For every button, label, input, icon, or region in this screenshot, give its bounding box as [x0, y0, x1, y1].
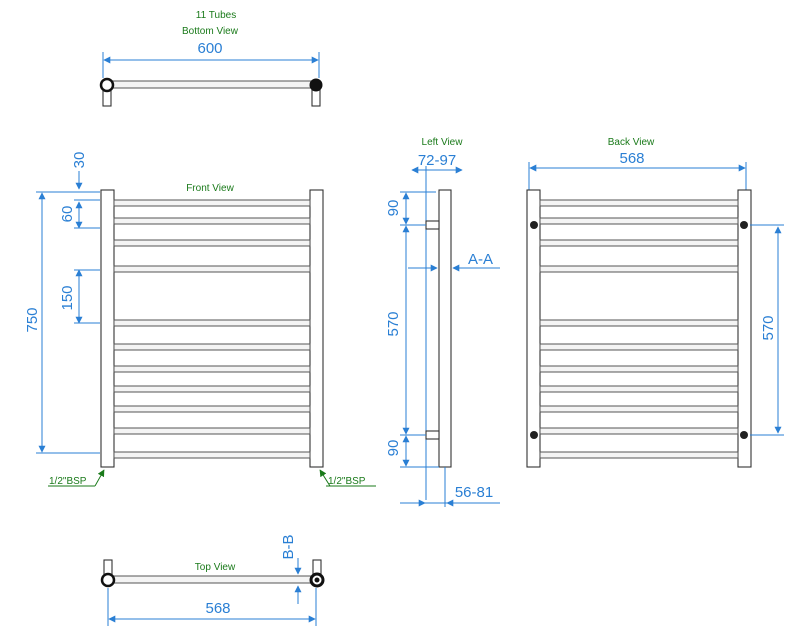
horizontal-tube — [539, 451, 739, 459]
left-valve-icon — [99, 77, 115, 93]
large-pitch-dimension: 150 — [59, 285, 76, 310]
tube-count-label: 11 Tubes — [196, 10, 236, 21]
back-view: Back View 568 570 — [526, 137, 784, 468]
bottom-width-dimension: 600 — [197, 40, 222, 57]
wall-clearance-dimension: 56-81 — [455, 484, 493, 501]
horizontal-tube — [113, 239, 311, 247]
horizontal-tube — [539, 265, 739, 273]
front-view-title: Front View — [186, 183, 234, 194]
horizontal-tube — [539, 343, 739, 351]
left-view: Left View 72-97 90 570 90 A-A 56-81 — [385, 137, 500, 507]
back-view-title: Back View — [608, 137, 655, 148]
small-pitch-dimension: 60 — [59, 206, 76, 223]
back-tubes — [539, 199, 739, 459]
bsp-leader-right-arrow — [319, 469, 331, 487]
bsp-label-left: 1/2"BSP — [49, 476, 87, 487]
horizontal-tube — [113, 427, 311, 435]
bottom-view: 11 Tubes Bottom View 600 — [99, 10, 323, 107]
top-offset-dimension: 30 — [71, 152, 88, 169]
bottom-tube — [105, 80, 317, 89]
back-bracket-centres-dimension: 570 — [760, 315, 777, 340]
left-upright — [100, 189, 115, 468]
back-width-dimension: 568 — [619, 150, 644, 167]
horizontal-tube — [539, 217, 739, 225]
front-view: Front View 750 30 60 150 1/2"BSP 1/2"BSP — [24, 152, 376, 487]
bracket-fixing-icon — [530, 221, 538, 229]
right-valve-core — [314, 577, 320, 583]
bracket-fixing-icon — [530, 431, 538, 439]
horizontal-tube — [539, 199, 739, 207]
section-b-label: B-B — [280, 534, 297, 559]
bottom-bracket-dimension: 90 — [385, 440, 402, 457]
top-bracket-dimension: 90 — [385, 200, 402, 217]
bracket-fixing-icon — [740, 221, 748, 229]
section-a-label: A-A — [468, 251, 493, 268]
horizontal-tube — [539, 385, 739, 393]
horizontal-tube — [539, 427, 739, 435]
horizontal-tube — [113, 365, 311, 373]
left-view-title: Left View — [422, 137, 464, 148]
horizontal-tube — [539, 319, 739, 327]
front-height-dimension: 750 — [24, 307, 41, 332]
bracket-fixing-icon — [740, 431, 748, 439]
right-upright — [309, 189, 324, 468]
back-left-upright — [526, 189, 541, 468]
bottom-wall-bracket — [425, 430, 440, 440]
top-tube — [107, 575, 318, 584]
horizontal-tube — [539, 405, 739, 413]
bsp-leader-left-arrow — [94, 469, 105, 487]
top-view: Top View B-B 568 — [100, 534, 325, 626]
top-wall-bracket — [425, 220, 440, 230]
horizontal-tube — [113, 319, 311, 327]
horizontal-tube — [539, 365, 739, 373]
horizontal-tube — [113, 217, 311, 225]
horizontal-tube — [113, 265, 311, 273]
top-view-title: Top View — [195, 562, 236, 573]
bracket-centres-dimension: 570 — [385, 311, 402, 336]
horizontal-tube — [113, 199, 311, 207]
back-right-upright — [737, 189, 752, 468]
top-width-dimension: 568 — [205, 600, 230, 617]
front-tubes — [113, 199, 311, 459]
bsp-label-right: 1/2"BSP — [328, 476, 366, 487]
side-profile-upright — [438, 189, 452, 468]
horizontal-tube — [113, 343, 311, 351]
horizontal-tube — [113, 451, 311, 459]
horizontal-tube — [539, 239, 739, 247]
bottom-view-title: Bottom View — [182, 26, 239, 37]
horizontal-tube — [113, 385, 311, 393]
right-valve-icon — [309, 78, 323, 92]
left-valve-icon — [100, 572, 116, 588]
depth-dimension: 72-97 — [418, 152, 456, 169]
horizontal-tube — [113, 405, 311, 413]
